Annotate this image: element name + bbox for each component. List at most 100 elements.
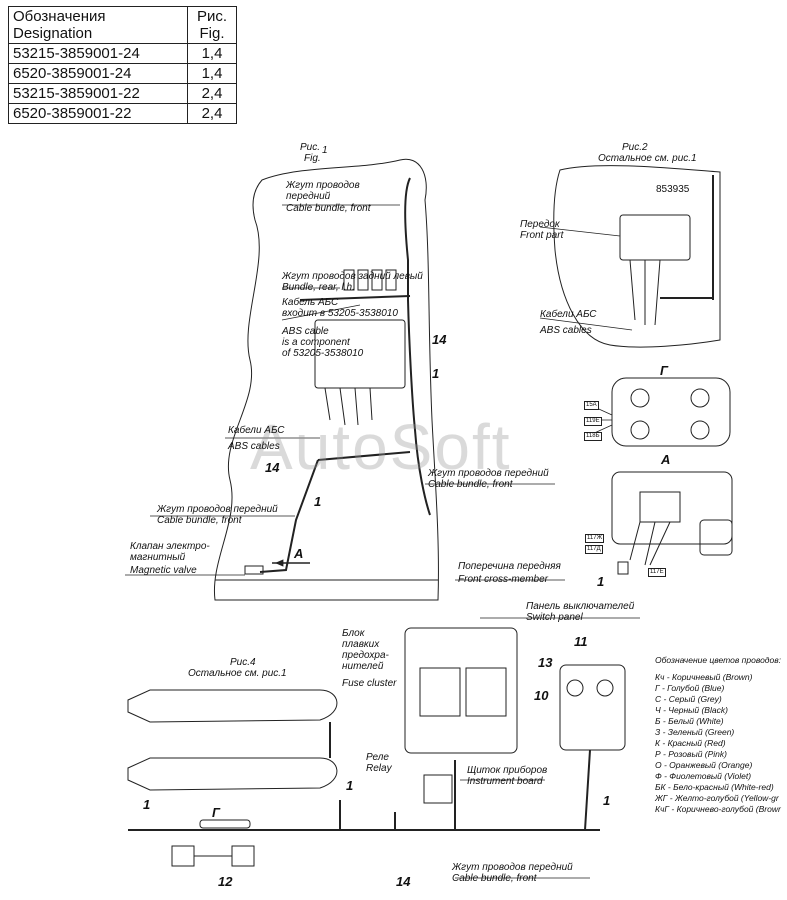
fig2-outline <box>539 165 721 348</box>
fig4-fuse-ru-4: нителей <box>342 661 384 672</box>
legend-item: С - Серый (Grey) <box>655 694 722 704</box>
fig2-front-ru: Передок <box>520 219 560 230</box>
fig4-title: Рис.4 <box>230 657 256 668</box>
legend-item: Р - Розовый (Pink) <box>655 749 727 759</box>
legend-item: Г - Голубой (Blue) <box>655 683 725 693</box>
fig4-relay <box>423 774 453 804</box>
fig1-cable-front3-en: Cable bundle, front <box>157 515 242 526</box>
fig4-callout-1a: 1 <box>143 797 151 812</box>
legend-item: Ф - Фиолетовый (Violet) <box>655 771 752 781</box>
fig4-switch-ru: Панель выключателей <box>526 601 635 612</box>
fig4-fuse-ru-2: плавких <box>342 639 380 650</box>
fig4-connector-12 <box>171 819 255 867</box>
legend-item: Б - Белый (White) <box>655 716 724 726</box>
legend-item: Кч - Коричневый (Brown) <box>655 672 753 682</box>
fig4-instr-en: Instrument board <box>467 776 543 787</box>
fig4-leaders <box>455 617 640 879</box>
fig4-callout-1b: 1 <box>346 778 354 793</box>
fig1-rear-left-ru: Жгут проводов задний левый <box>282 271 423 282</box>
detail-view-a: А <box>661 452 671 467</box>
fig4-callout-13: 13 <box>538 655 553 670</box>
fig1-cable-front-ru-1: Жгут проводов <box>286 180 360 191</box>
fig1-valve-en: Magnetic valve <box>130 565 197 576</box>
fig4-fuse-ru-1: Блок <box>342 628 365 639</box>
fig1-rear-left-en: Bundle, rear, l.h. <box>282 282 355 293</box>
fig4-fuse-ru-3: предохра- <box>342 650 389 661</box>
fig2-subtitle: Остальное см. рис.1 <box>598 153 697 164</box>
fig1-abs-in-en-3: of 53205-3538010 <box>282 348 364 359</box>
fig1-title-num: 1 <box>322 145 328 156</box>
fig4-front-ru: Жгут проводов передний <box>452 862 573 873</box>
wire-tag: 117Д <box>585 545 603 554</box>
detail-view-g: Г <box>660 363 668 378</box>
detail-g <box>589 377 731 447</box>
fig4-callout-14: 14 <box>396 874 411 889</box>
fig1-callout-14a: 14 <box>432 332 447 347</box>
legend-item: ЖГ - Желто-голубой (Yellow-gr <box>655 793 779 803</box>
fig2-title: Рис.2 <box>622 142 648 153</box>
fig1-valve-ru-1: Клапан электро- <box>130 541 210 552</box>
fig4-instrument <box>559 664 626 751</box>
detail-a <box>611 471 733 575</box>
fig1-outline <box>213 158 439 601</box>
legend-item: О - Оранжевый (Orange) <box>655 760 753 770</box>
wire-tag: 119Е <box>584 417 602 426</box>
fig1-callout-1b: 1 <box>314 494 322 509</box>
fig1-callout-1a: 1 <box>432 366 440 381</box>
fig4-harness <box>128 722 600 831</box>
wire-tag: 15А <box>584 401 599 410</box>
fig1-cable-front2-ru: Жгут проводов передний <box>428 468 549 479</box>
wire-tag: 117Ж <box>585 534 605 543</box>
fig1-valve-ru-2: магнитный <box>130 552 186 563</box>
fig4-relay-ru: Реле <box>366 752 389 763</box>
header-fig: Рис.Fig. <box>187 6 237 44</box>
legend-item: З - Зеленый (Green) <box>655 727 735 737</box>
fig4-fuse-en: Fuse cluster <box>342 678 397 689</box>
fig4-callout-1c: 1 <box>603 793 611 808</box>
fig1-abs-cables-ru: Кабели АБС <box>228 425 285 436</box>
color-legend: Обозначение цветов проводов: Кч - Коричн… <box>655 655 781 815</box>
detail-callout-1: 1 <box>597 574 605 589</box>
fig1-leaders <box>125 204 565 581</box>
wire-tag: 118Б <box>584 432 602 441</box>
fig1-modulator <box>244 269 406 575</box>
fig2-abs-ru: Кабели АБС <box>540 309 597 320</box>
fig1-title-en: Fig. <box>304 153 321 164</box>
fig4-fuse-cluster <box>127 689 338 791</box>
fig2-abs-en: ABS cables <box>540 325 592 336</box>
fig1-view-a: А <box>294 546 304 561</box>
fig1-abs-in-ru-1: Кабель АБС <box>282 297 339 308</box>
legend-item: К - Красный (Red) <box>655 738 726 748</box>
wire-tag: 117Е <box>648 568 666 577</box>
fig1-cable-front-en: Cable bundle, front <box>286 203 371 214</box>
fig4-switch-panel <box>404 627 518 754</box>
fig1-cable-front2-en: Cable bundle, front <box>428 479 513 490</box>
fig2-front-en: Front part <box>520 230 564 241</box>
fig1-crossmember-ru: Поперечина передняя <box>458 561 561 572</box>
legend-item: БК - Бело-красный (White-red) <box>655 782 774 792</box>
fig4-view-g: Г <box>212 805 220 820</box>
fig4-subtitle: Остальное см. рис.1 <box>188 668 287 679</box>
fig1-title-ru: Рис. <box>300 142 321 153</box>
fig2-code: 853935 <box>656 184 690 195</box>
legend-title: Обозначение цветов проводов: <box>655 655 782 665</box>
fig1-abs-in-en-2: is a component <box>282 337 350 348</box>
fig4-relay-en: Relay <box>366 763 392 774</box>
fig1-cable-front-ru-2: передний <box>286 191 331 202</box>
fig4-callout-10: 10 <box>534 688 549 703</box>
legend-item: Ч - Черный (Black) <box>655 705 728 715</box>
fig1-harness <box>259 177 431 573</box>
fig4-callout-11: 11 <box>574 634 588 649</box>
fig4-switch-en: Switch panel <box>526 612 583 623</box>
fig1-callout-14b: 14 <box>265 460 280 475</box>
fig1-abs-in-en-1: ABS cable <box>282 326 329 337</box>
fig1-abs-in-ru-2: входит в 53205-3538010 <box>282 308 398 319</box>
legend-item: КчГ - Коричнево-голубой (Browr <box>655 804 781 814</box>
